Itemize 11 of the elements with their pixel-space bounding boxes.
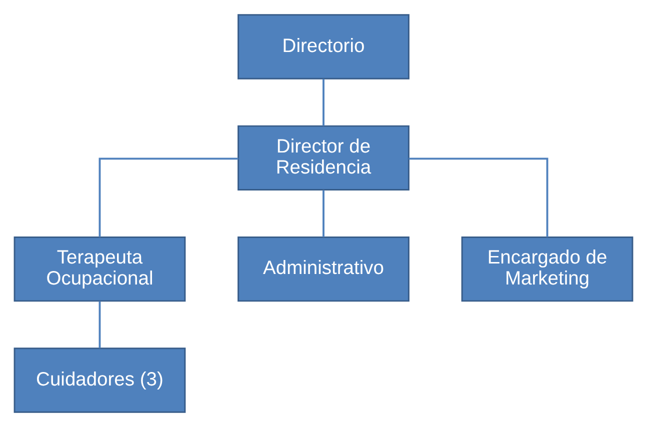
node-box: Terapeuta Ocupacional	[14, 236, 186, 302]
node-box: Encargado de Marketing	[461, 236, 634, 302]
node-box: Director de Residencia	[238, 124, 410, 190]
connector	[98, 300, 101, 348]
node-box: Cuidadores (3)	[14, 347, 186, 412]
connector	[322, 78, 324, 126]
connector	[408, 157, 548, 237]
node-box: Administrativo	[238, 236, 410, 302]
connector	[322, 190, 324, 236]
node-box: Directorio	[238, 14, 410, 79]
connector	[98, 157, 238, 237]
